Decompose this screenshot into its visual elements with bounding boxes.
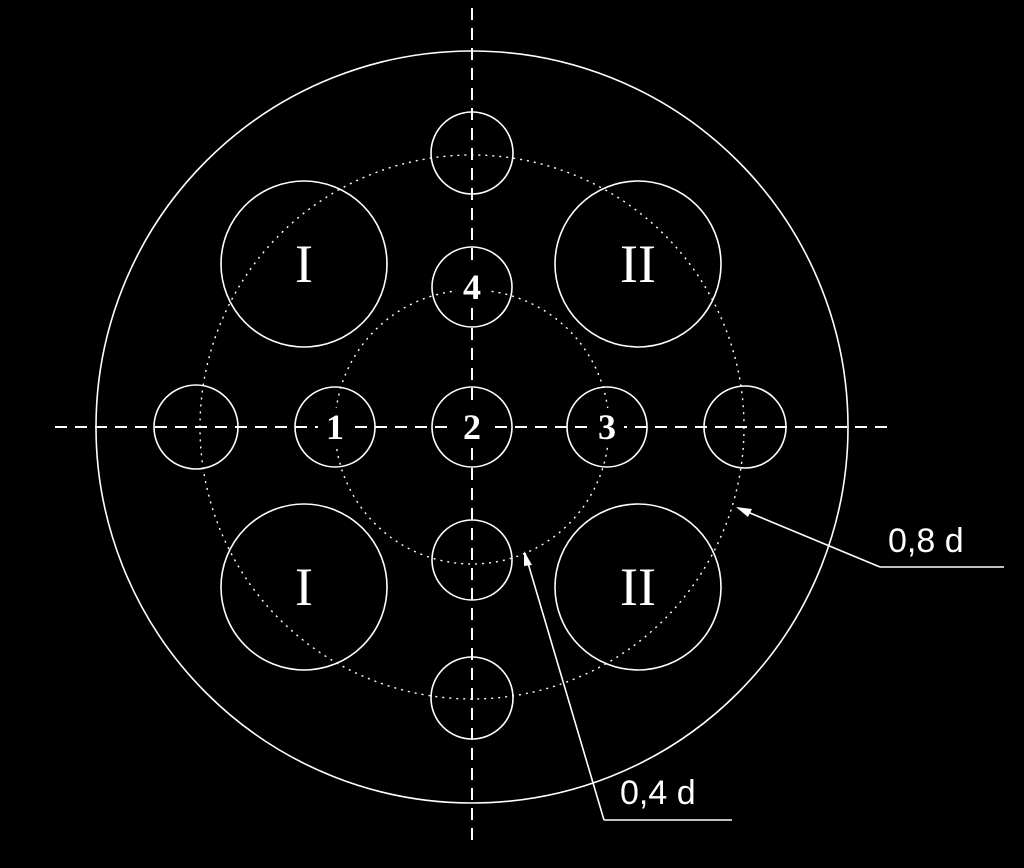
large-hole-top-right: [554, 180, 722, 348]
label-group-two-bottom: II: [620, 557, 656, 617]
leader-outer-ring: [737, 507, 881, 568]
leader-inner-ring: [524, 552, 605, 821]
label-group-one-bottom: I: [295, 557, 313, 617]
label-point-1: 1: [326, 407, 344, 447]
dimension-outer-ring: 0,8 d: [888, 522, 964, 560]
large-hole-bottom-left: [220, 503, 388, 671]
large-hole-top-left: [220, 180, 388, 348]
leader-inner-arrowhead: [524, 551, 532, 566]
dimension-inner-ring: 0,4 d: [620, 774, 696, 812]
label-point-4: 4: [463, 267, 481, 307]
label-group-one-top: I: [295, 234, 313, 294]
label-group-two-top: II: [620, 234, 656, 294]
leader-outer-arrowhead: [736, 507, 752, 517]
label-point-2: 2: [463, 407, 481, 447]
hole-4: [431, 246, 513, 328]
label-point-3: 3: [598, 407, 616, 447]
hole-2: [431, 386, 513, 468]
large-hole-bottom-right: [554, 503, 722, 671]
